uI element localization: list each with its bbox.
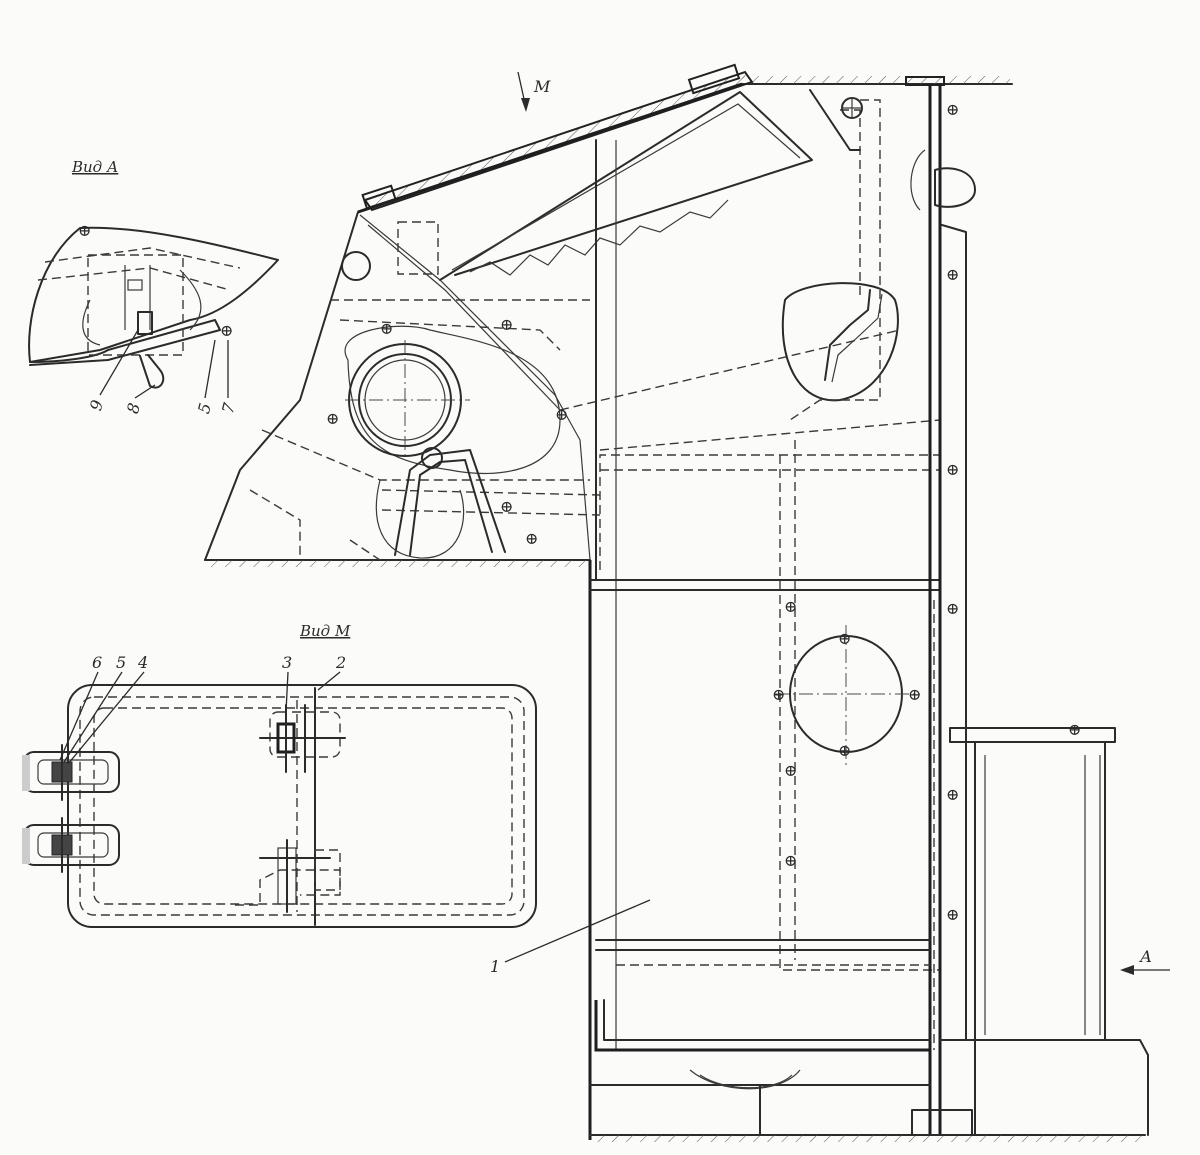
roof-line — [741, 76, 1013, 86]
view-m-callout-3: 3 — [282, 653, 292, 672]
svg-text:⊕: ⊕ — [784, 851, 797, 870]
wall-bolts: ⊕ ⊕ ⊕ ⊕ ⊕ ⊕ — [946, 100, 959, 924]
svg-text:⊕: ⊕ — [838, 741, 851, 760]
main-callout-1-label: 1 — [490, 957, 500, 976]
svg-text:⊕: ⊕ — [838, 629, 851, 648]
svg-text:⊕: ⊕ — [1068, 720, 1081, 739]
view-a-callout-8: 8 — [123, 401, 144, 416]
svg-text:⊕: ⊕ — [525, 529, 538, 548]
svg-text:⊕: ⊕ — [946, 599, 959, 618]
view-m-callout-6: 6 — [92, 653, 102, 672]
floor-bench — [589, 939, 931, 1136]
main-cabin-section: ⊕ ⊕ ⊕ ⊕ ⊕ ⊕ — [204, 63, 1149, 1142]
hinge-lower — [235, 839, 341, 913]
view-a-callout-5: 5 — [194, 401, 215, 416]
latch-lower — [22, 817, 120, 873]
view-m-callout-4: 4 — [137, 653, 148, 672]
round-port-lower: ⊕ ⊕ ⊕ ⊕ ⊕ ⊕ ⊕ — [772, 597, 921, 870]
latch-upper — [22, 744, 120, 801]
svg-text:⊕: ⊕ — [946, 905, 959, 924]
svg-text:⊕: ⊕ — [500, 497, 513, 516]
svg-text:⊕: ⊕ — [946, 460, 959, 479]
view-m-callout-5: 5 — [116, 653, 126, 672]
casing-left-slope — [204, 211, 591, 567]
svg-text:⊕: ⊕ — [784, 761, 797, 780]
view-m-title: Вид М — [299, 622, 351, 640]
svg-text:⊕: ⊕ — [380, 319, 393, 338]
view-m-callout-2: 2 — [335, 653, 346, 672]
svg-text:⊕: ⊕ — [946, 100, 959, 119]
svg-text:⊕: ⊕ — [326, 409, 339, 428]
view-m-detail: Вид М — [22, 622, 537, 928]
svg-text:⊕: ⊕ — [500, 315, 513, 334]
svg-text:⊕: ⊕ — [946, 265, 959, 284]
hatch-lid — [357, 63, 754, 214]
svg-text:⊕: ⊕ — [784, 597, 797, 616]
side-step-box: ⊕ — [949, 720, 1149, 1136]
svg-text:⊕: ⊕ — [555, 405, 568, 424]
svg-text:⊕: ⊕ — [946, 785, 959, 804]
hinge-upper — [259, 704, 346, 773]
svg-text:⊕: ⊕ — [220, 321, 233, 340]
cabin-body — [588, 89, 1146, 1142]
svg-text:⊕: ⊕ — [772, 685, 785, 704]
arrow-m-label: М — [533, 77, 551, 96]
main-callout-1: 1 — [490, 899, 651, 976]
round-port-upper: ⊕ ⊕ ⊕ ⊕ ⊕ ⊕ — [326, 315, 568, 548]
view-a-detail: Вид А ⊕ ⊕ 9 8 5 7 — [28, 158, 279, 416]
arrow-a-label: А — [1139, 947, 1152, 966]
view-arrow-a: А — [1120, 947, 1170, 975]
lever-mechanism — [375, 447, 506, 559]
view-a-callout-7: 7 — [218, 400, 239, 416]
view-arrow-m: М — [517, 71, 551, 112]
svg-text:⊕: ⊕ — [908, 685, 921, 704]
view-a-title: Вид А — [71, 158, 118, 176]
view-a-callout-9: 9 — [86, 398, 107, 413]
sloped-inner-details — [249, 214, 941, 561]
right-wall: ⊕ ⊕ ⊕ ⊕ ⊕ ⊕ — [910, 84, 976, 1136]
svg-text:⊕: ⊕ — [78, 221, 91, 240]
window-frame — [439, 91, 813, 281]
